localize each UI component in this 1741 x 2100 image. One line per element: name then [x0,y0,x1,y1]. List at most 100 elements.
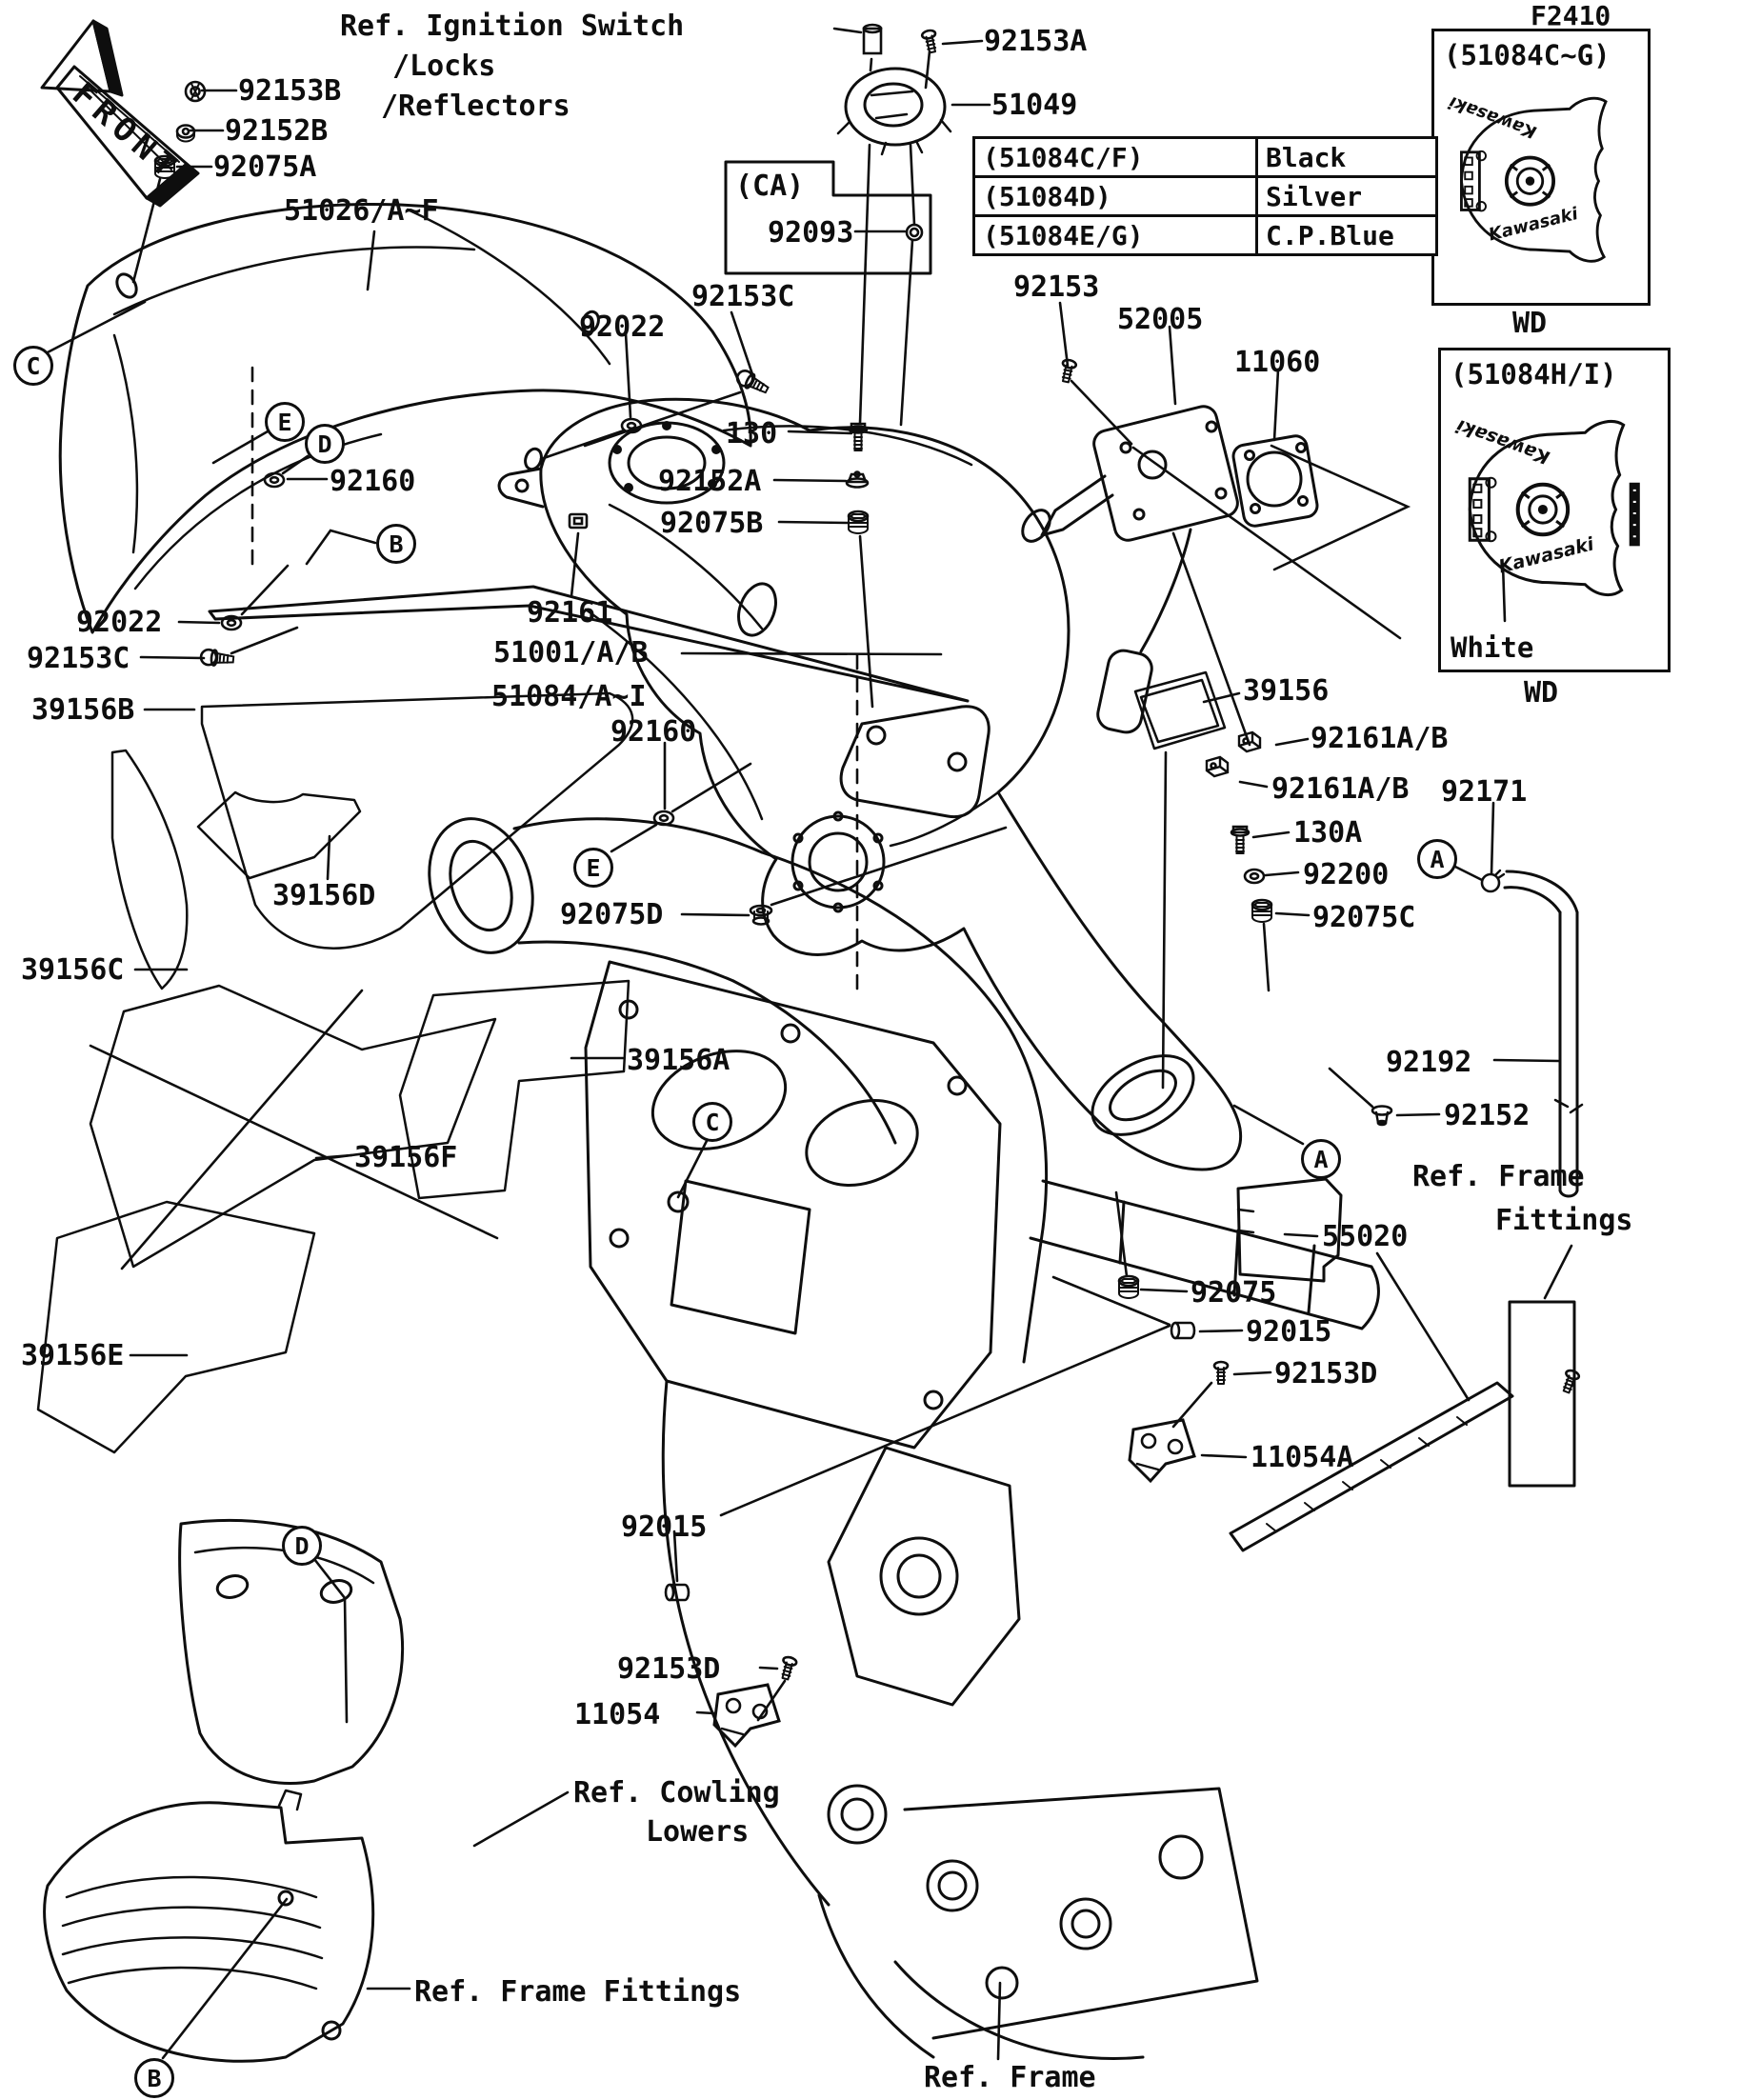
block-icon [1237,730,1262,753]
wd-caption-1: WD [1512,307,1548,340]
part-number-label: 92075C [1312,901,1416,934]
frame [428,817,1380,2061]
part-number-label: 92160 [330,465,416,498]
leader-line [1070,379,1133,446]
leader-line [610,823,658,853]
part-number-label: 11060 [1234,346,1321,379]
callout-circle-D: D [305,424,345,464]
part-number-label: 39156E [21,1339,125,1372]
kawasaki-logo-top: Kawasaki [1453,415,1552,470]
part-number-label: 92200 [1303,858,1390,891]
leader-line [1198,1329,1244,1333]
part-number-label: 51026/A~F [284,194,439,228]
callout-circle-B: B [134,2058,174,2098]
knee-pads [36,691,634,1454]
leader-line [1131,446,1402,640]
bracket-icon [712,1683,781,1748]
inset-box-title: (51084H/I) [1451,358,1617,390]
part-number-label: 92171 [1441,775,1528,809]
washer-icon [263,471,286,489]
leader-line [1451,864,1484,882]
part-number-label: 130A [1293,816,1363,850]
leader-line [787,430,853,435]
screwsm-icon [1057,357,1078,385]
part-number-label: 39156F [354,1141,458,1174]
leader-line [924,50,931,90]
leader-line [1264,870,1300,877]
part-number-label: 92161A/B [1271,772,1410,806]
kawasaki-logo-top: Kawasaki [1446,91,1539,142]
part-number-label: 92153D [1274,1357,1378,1390]
frame-fitting-panel [1508,1300,1576,1488]
leader-line [772,478,848,483]
part-number-label: 11054 [574,1698,661,1731]
inset-box-51084H-I: (51084H/I) Kawasaki Kawasaki White [1438,348,1671,672]
part-number-label: 92160 [610,715,697,749]
leader-line [719,1324,1171,1517]
leader-line [1171,531,1251,747]
part-number-label: 51049 [991,89,1078,122]
ref-text-label: F2410 [1531,0,1611,31]
color-code-cell: (51084D) [972,175,1258,217]
drain-hose [1503,870,1584,1198]
ref-text-label: Fittings [1495,1204,1633,1237]
leader-line [366,230,376,291]
cyl-icon [862,23,883,55]
screwtop-icon [184,80,207,103]
callout-circle-B: B [376,524,416,564]
leader-line [899,238,914,427]
ref-text-label: Ref. Frame Fittings [414,1975,742,2009]
leader-line [756,1679,787,1722]
leader-polyline [312,1557,349,1724]
leader-line [240,564,290,616]
leader-line [44,300,147,355]
pad-39156E [36,1200,316,1454]
leader-line [281,454,310,475]
leader-line [1114,1190,1129,1278]
callout-circle-C: C [692,1102,732,1142]
washer-icon [220,614,243,631]
part-number-label: 52005 [1117,303,1204,336]
part-number-label: 92153C [691,280,795,313]
leader-line [583,390,742,448]
grom-icon [847,510,870,535]
bolt-icon [848,422,869,452]
leader-line [1283,1232,1319,1238]
leader-line [120,989,364,1270]
leader-line [230,626,299,655]
part-number-label: 39156A [627,1044,730,1077]
screwsm-icon [1212,1360,1230,1386]
part-number-label: 92015 [1246,1315,1332,1349]
grom-icon [153,154,176,180]
ref-text-label: (CA) [735,170,805,203]
front-arrow-icon: FRONT [40,19,200,208]
leader-line [777,520,850,525]
leader-line [1168,325,1177,406]
leader-line [858,534,874,709]
ref-text-label: Lowers [646,1815,750,1849]
pad-39156 [1133,670,1227,750]
leader-line [1058,301,1070,368]
leader-line [1238,780,1269,789]
color-code-cell: (51084C/F) [972,136,1258,178]
side-cover-wing [43,1789,375,2063]
inset-box-51084C-G: (51084C~G) Kawasaki Kawasaki [1431,29,1651,306]
color-name-cell: Silver [1255,175,1438,217]
ring-icon [905,223,924,242]
part-number-label: 51084/A~I [491,680,647,713]
part-number-label: 11054A [1251,1441,1354,1474]
color-name-cell: Black [1255,136,1438,178]
leader-line [1202,691,1241,704]
kawasaki-logo-bottom: Kawasaki [1496,532,1596,577]
part-number-label: 92022 [76,606,163,639]
bracket-icon [1128,1418,1196,1483]
leader-line [1161,750,1168,1090]
color-name-cell: C.P.Blue [1255,214,1438,256]
leader-polyline [305,529,377,566]
ref-text-label: Ref. Frame [924,2061,1096,2094]
screwside-icon [733,367,772,398]
part-number-label: 92153B [238,74,342,108]
spacer-icon [1170,1321,1196,1340]
